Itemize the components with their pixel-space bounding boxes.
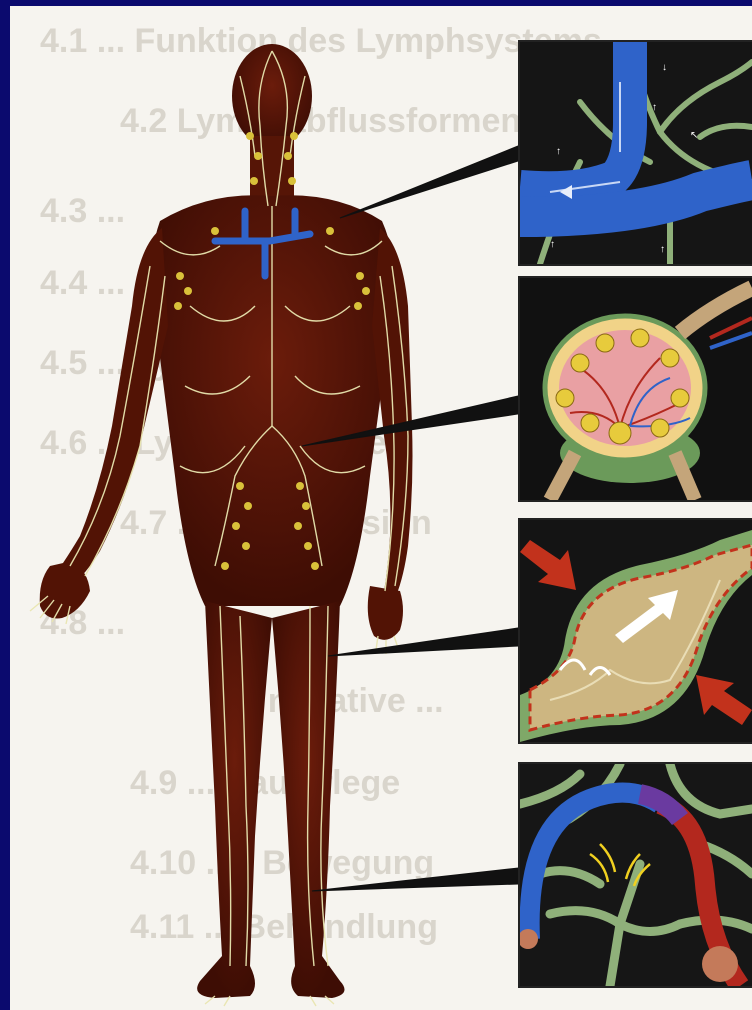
figure-panel: 4.1 ... Funktion des Lymphsystems 4.2 Ly… bbox=[10, 6, 752, 1010]
lymph-node-inset bbox=[518, 276, 752, 502]
svg-text:↑: ↑ bbox=[652, 102, 657, 113]
svg-text:↖: ↖ bbox=[690, 130, 698, 141]
svg-text:↑: ↑ bbox=[556, 146, 561, 157]
lymph-vessel-valve-inset bbox=[518, 518, 752, 744]
svg-text:↑: ↑ bbox=[660, 244, 665, 255]
svg-text:↑: ↑ bbox=[550, 239, 555, 250]
lymph-capillary-inset bbox=[518, 762, 752, 988]
svg-text:↓: ↓ bbox=[662, 62, 667, 73]
venous-angle-inset: ↑ ↓ ↖ ↑ ↑ ↑ bbox=[518, 40, 752, 266]
